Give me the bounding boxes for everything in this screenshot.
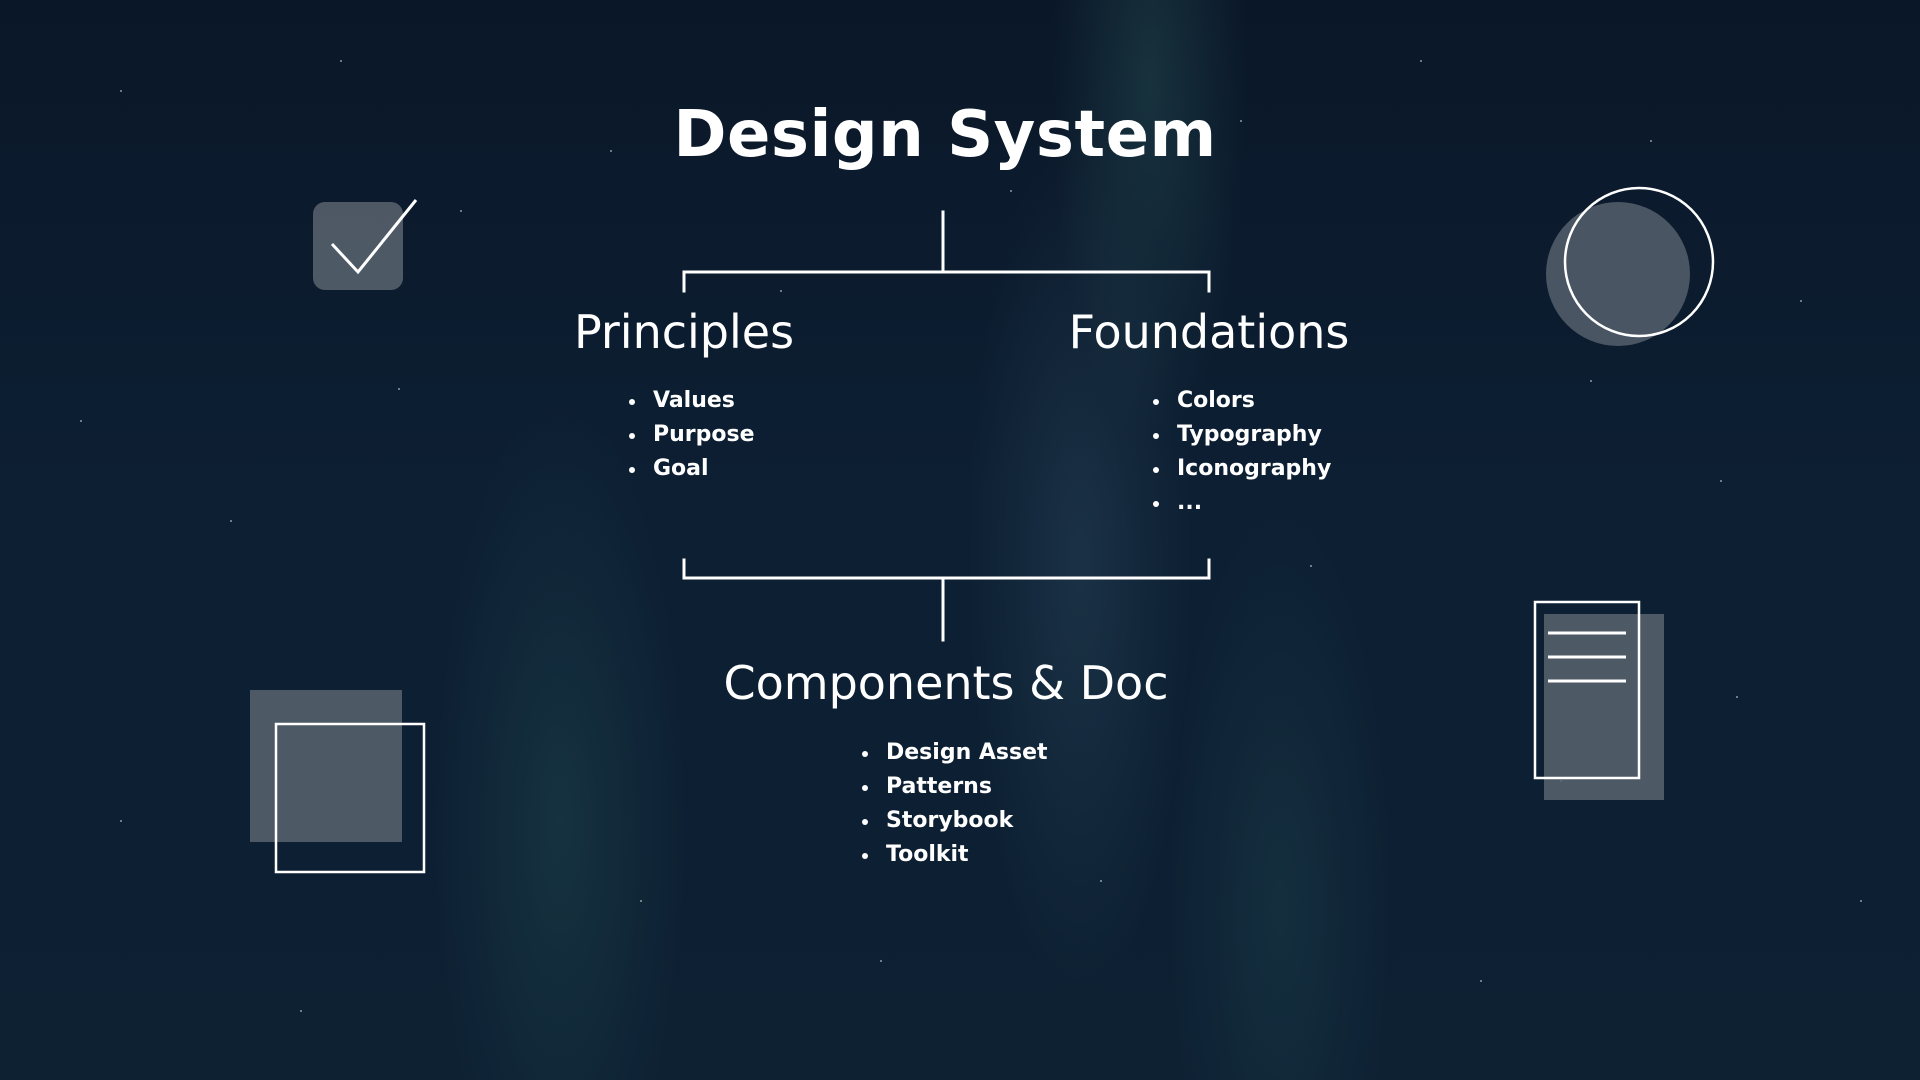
list-item: Patterns: [862, 770, 1048, 804]
components-list: Design Asset Patterns Storybook Toolkit: [862, 736, 1048, 872]
list-item: Colors: [1153, 384, 1331, 418]
foundations-heading: Foundations: [1068, 305, 1350, 359]
list-item: Toolkit: [862, 838, 1048, 872]
bottom-bracket-line: [682, 558, 1211, 580]
list-item: Storybook: [862, 804, 1048, 838]
components-heading: Components & Doc: [723, 656, 1169, 710]
circle-icon: [1546, 186, 1715, 346]
list-item: Purpose: [629, 418, 755, 452]
list-item: Typography: [1153, 418, 1331, 452]
list-item: Design Asset: [862, 736, 1048, 770]
principles-heading: Principles: [573, 305, 795, 359]
list-item: Goal: [629, 452, 755, 486]
list-item: ...: [1153, 486, 1331, 520]
list-item: Iconography: [1153, 452, 1331, 486]
top-bracket-line: [682, 270, 1211, 293]
page-title: Design System: [673, 98, 1217, 172]
checkmark-icon: [313, 199, 418, 290]
document-icon: [1533, 600, 1664, 800]
foundations-list: Colors Typography Iconography ...: [1153, 384, 1331, 520]
principles-list: Values Purpose Goal: [629, 384, 755, 486]
square-icon: [250, 690, 426, 874]
list-item: Values: [629, 384, 755, 418]
